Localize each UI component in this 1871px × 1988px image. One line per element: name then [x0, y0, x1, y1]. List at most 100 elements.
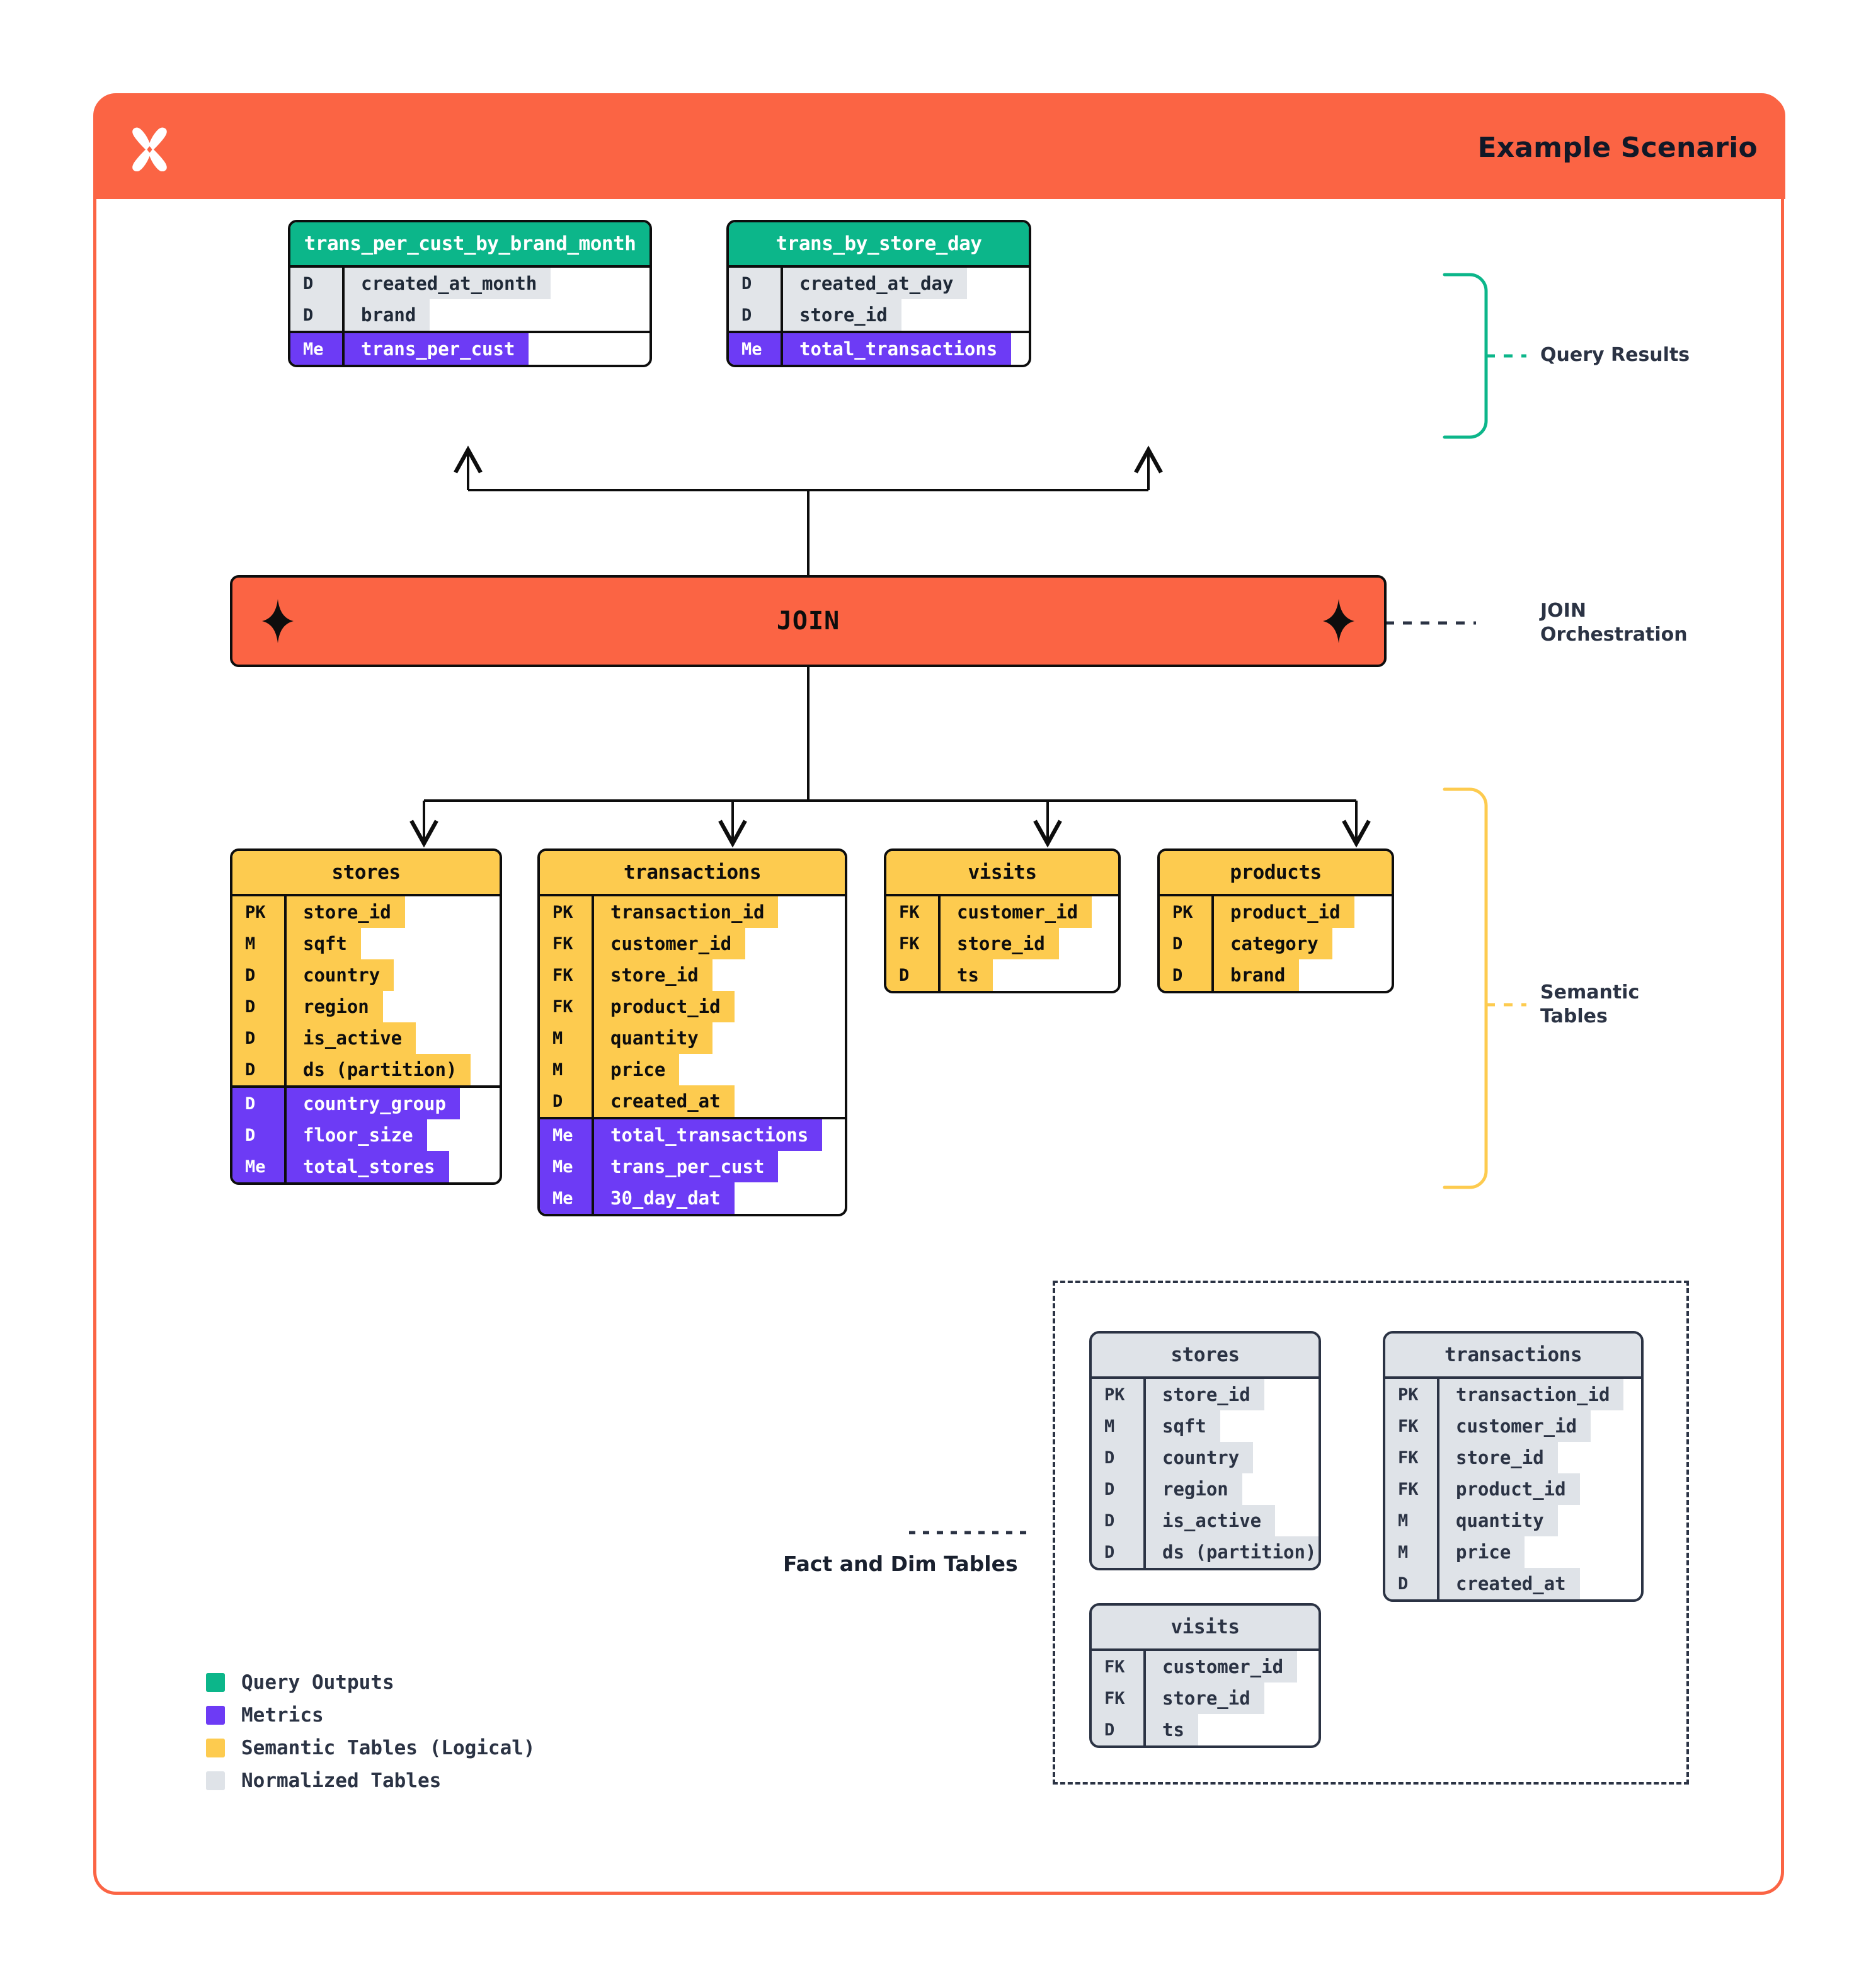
- row-field: ds (partition): [1146, 1536, 1319, 1568]
- row-key: D: [729, 299, 783, 331]
- sparkle-icon: [1323, 599, 1354, 643]
- legend: Query Outputs Metrics Semantic Tables (L…: [206, 1671, 535, 1802]
- row-field: created_at_day: [783, 268, 968, 299]
- row-key: FK: [886, 896, 941, 928]
- row-key: FK: [540, 928, 594, 959]
- row-field: country_group: [287, 1088, 460, 1119]
- row-key: PK: [1092, 1379, 1146, 1410]
- row-key: M: [1092, 1410, 1146, 1442]
- row-key: Me: [540, 1151, 594, 1182]
- join-orchestration-bar[interactable]: JOIN: [230, 575, 1387, 667]
- row-key: D: [232, 991, 287, 1022]
- card-header: Example Scenario: [96, 96, 1785, 199]
- row-field: total_transactions: [594, 1119, 823, 1151]
- row-key: D: [290, 268, 345, 299]
- table-row: D created_at_day: [729, 268, 1029, 299]
- row-field: sqft: [1146, 1410, 1220, 1442]
- row-field: ts: [941, 959, 993, 991]
- row-key: D: [886, 959, 941, 991]
- row-key: D: [1092, 1473, 1146, 1505]
- row-field: customer_id: [1146, 1651, 1298, 1682]
- row-field: store_id: [594, 959, 712, 991]
- annotation-join-orchestration: JOIN Orchestration: [1540, 599, 1688, 648]
- row-key: M: [1385, 1536, 1439, 1568]
- row-field: is_active: [1146, 1505, 1276, 1536]
- table-row: Me total_transactions: [729, 331, 1029, 365]
- table-title: stores: [1092, 1334, 1319, 1376]
- row-field: 30_day_dat: [594, 1182, 735, 1214]
- row-key: D: [1092, 1714, 1146, 1745]
- row-key: FK: [1092, 1682, 1146, 1714]
- annotation-fact-and-dim: Fact and Dim Tables: [783, 1551, 1018, 1576]
- table-title: transactions: [1385, 1334, 1641, 1376]
- table-row: D store_id: [729, 299, 1029, 331]
- table-title: transactions: [540, 851, 845, 894]
- table-title: visits: [1092, 1606, 1319, 1648]
- table-title: visits: [886, 851, 1118, 894]
- row-field: product_id: [1214, 896, 1354, 928]
- table-row: D created_at_month: [290, 268, 649, 299]
- query-result-table-trans-by-store-day[interactable]: trans_by_store_day D created_at_day D st…: [726, 220, 1031, 367]
- row-key: M: [1385, 1505, 1439, 1536]
- table-row: Me trans_per_cust: [290, 331, 649, 365]
- legend-swatch-metrics: [206, 1706, 225, 1725]
- table-title: trans_by_store_day: [729, 222, 1029, 265]
- legend-item: Query Outputs: [206, 1671, 535, 1694]
- row-field: quantity: [594, 1022, 712, 1054]
- table-title: trans_per_cust_by_brand_month: [290, 222, 649, 265]
- row-key: D: [540, 1085, 594, 1117]
- row-field: sqft: [287, 928, 361, 959]
- row-field: country: [287, 959, 394, 991]
- row-key: D: [729, 268, 783, 299]
- legend-item: Semantic Tables (Logical): [206, 1737, 535, 1759]
- sparkle-icon: [262, 599, 294, 643]
- row-field: product_id: [1439, 1473, 1580, 1505]
- row-field: price: [594, 1054, 680, 1085]
- row-key: D: [232, 1088, 287, 1119]
- row-key: FK: [1385, 1442, 1439, 1473]
- row-field: customer_id: [594, 928, 746, 959]
- legend-label: Query Outputs: [241, 1671, 394, 1694]
- legend-item: Metrics: [206, 1704, 535, 1727]
- query-result-table-trans-per-cust-by-brand-month[interactable]: trans_per_cust_by_brand_month D created_…: [288, 220, 652, 367]
- row-key: Me: [232, 1151, 287, 1182]
- row-field: total_transactions: [783, 333, 1012, 365]
- table-title: products: [1160, 851, 1392, 894]
- row-key: PK: [540, 896, 594, 928]
- join-label: JOIN: [776, 607, 840, 636]
- table-row: D brand: [290, 299, 649, 331]
- legend-item: Normalized Tables: [206, 1769, 535, 1792]
- row-field: quantity: [1439, 1505, 1558, 1536]
- row-field: store_id: [1146, 1682, 1264, 1714]
